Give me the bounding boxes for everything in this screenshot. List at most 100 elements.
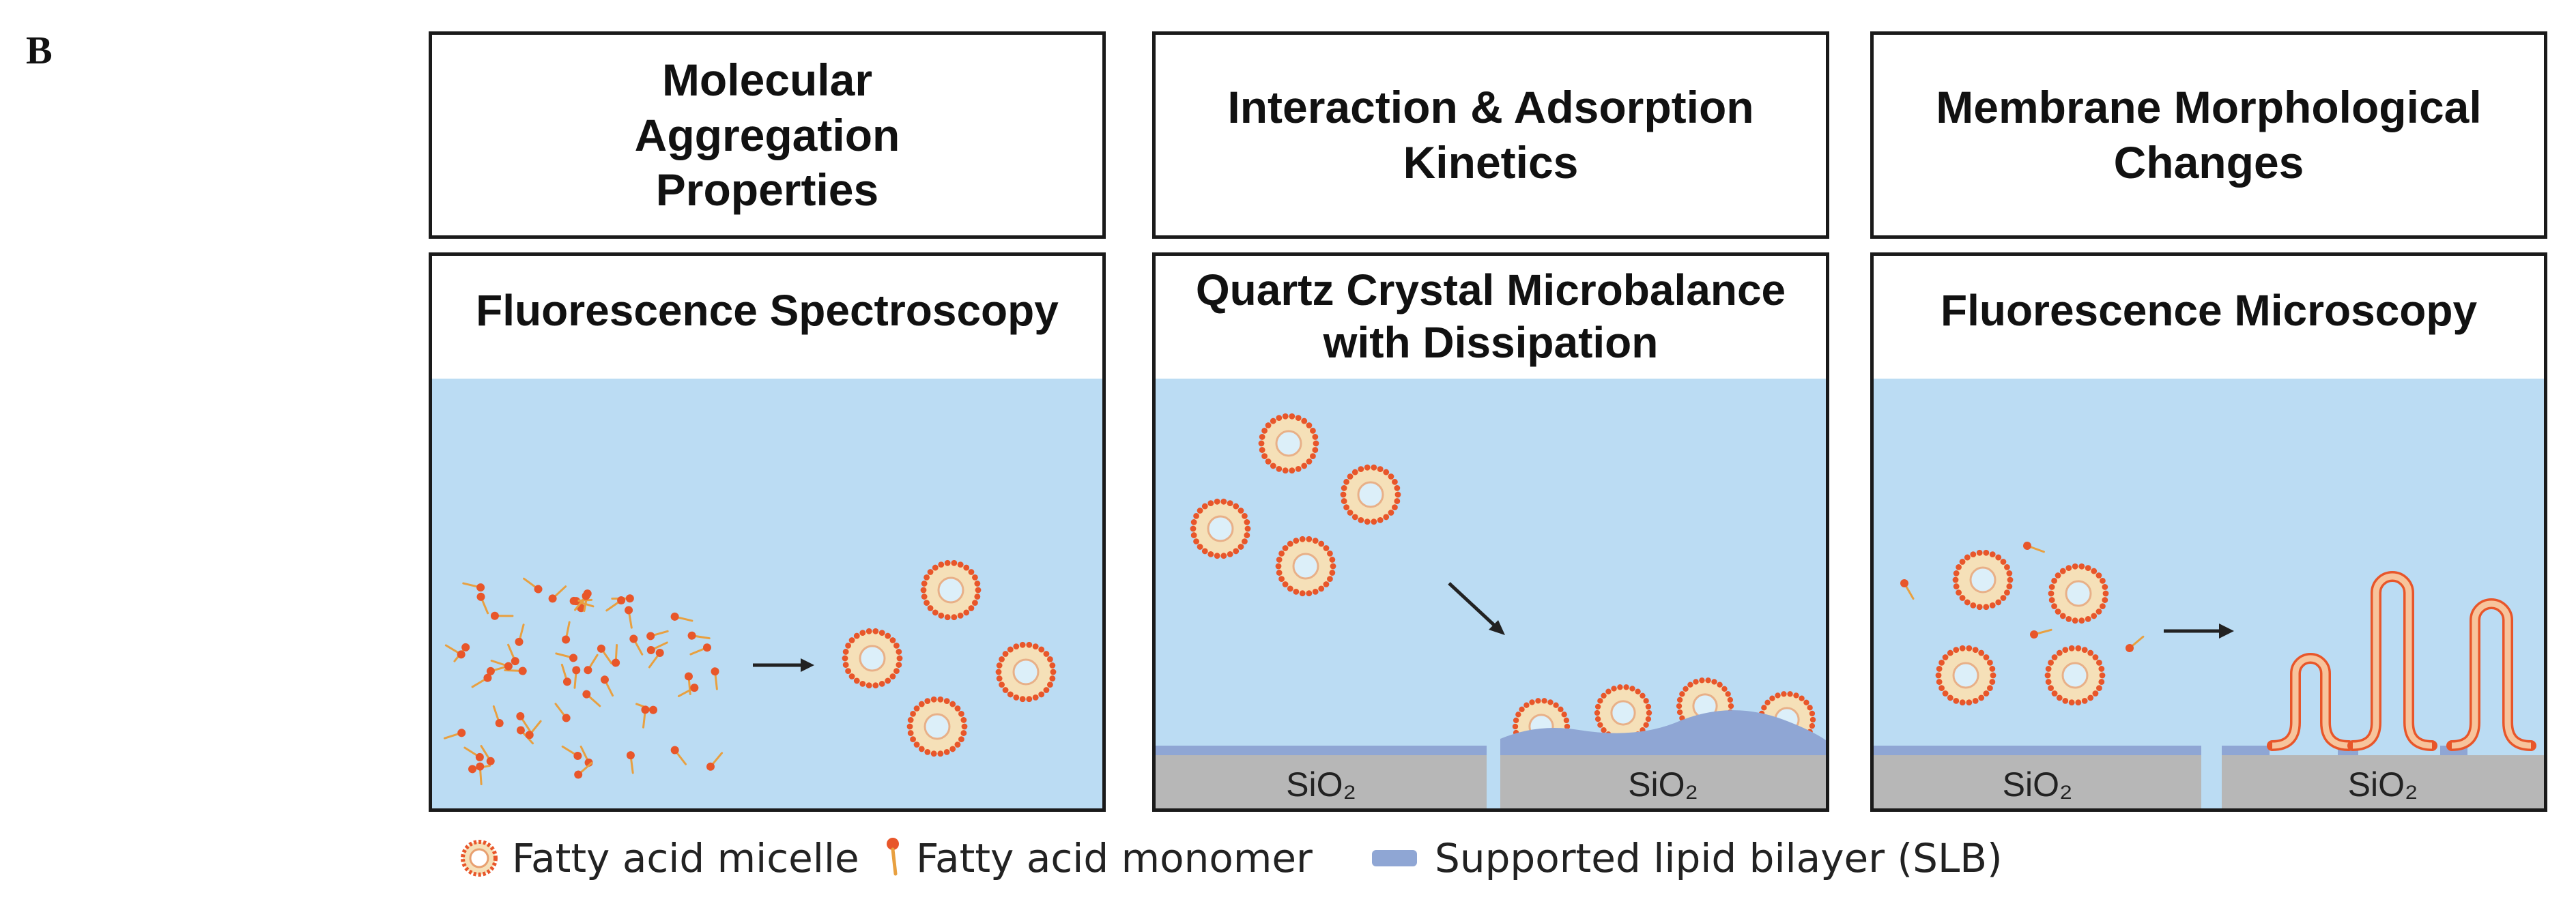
micelle-group: [842, 559, 1057, 757]
slb-icon: [1372, 850, 1417, 866]
substrate-label-right: SiO₂: [1628, 765, 1698, 804]
heading-kinetics: Interaction & Adsorption Kinetics: [1152, 31, 1829, 239]
legend-micelle-label: Fatty acid micelle: [512, 835, 859, 881]
adsorbed-layer: [1500, 710, 1826, 755]
heading-morphology: Membrane Morphological Changes: [1870, 31, 2547, 239]
monomer: [648, 648, 664, 669]
monomer: [2030, 628, 2052, 639]
panel-qcmd: Quartz Crystal Microbalance with Dissipa…: [1152, 252, 1829, 812]
technique-title-spectroscopy: Fluorescence Spectroscopy: [476, 286, 1059, 335]
process-arrow: [753, 658, 814, 672]
substrate-right: [1500, 755, 1826, 808]
legend-monomer: Fatty acid monomer: [881, 831, 1313, 885]
monomer: [689, 643, 711, 656]
monomer: [2126, 635, 2145, 652]
monomer: [463, 746, 484, 761]
monomer: [476, 762, 485, 786]
micelle: [920, 559, 982, 621]
process-arrow: [2164, 624, 2234, 639]
micelle: [1190, 498, 1251, 559]
monomer-icon: [887, 838, 899, 876]
micelle: [2048, 563, 2109, 624]
monomer: [646, 641, 668, 654]
monomer: [515, 624, 525, 646]
panel-fluorescence-spectroscopy: Fluorescence Spectroscopy: [429, 252, 1106, 812]
legend-slb: Supported lipid bilayer (SLB): [1372, 831, 2003, 885]
substrate-label-left: SiO₂: [2002, 765, 2073, 804]
monomer: [574, 591, 590, 611]
monomer: [507, 643, 519, 666]
membrane-tubules: [2267, 571, 2536, 751]
heading-kinetics-text: Interaction & Adsorption Kinetics: [1227, 82, 1754, 188]
monomer: [574, 761, 593, 779]
substrate-label-left: SiO₂: [1286, 765, 1356, 804]
monomer: [548, 585, 567, 603]
bilayer-left: [1156, 746, 1487, 755]
panel-label: B: [26, 28, 53, 72]
monomer: [641, 705, 650, 729]
monomer: [711, 667, 719, 690]
monomer: [687, 631, 711, 640]
micelle: [1258, 413, 1319, 474]
monomer: [2023, 542, 2045, 553]
micelle-group: [1190, 413, 1401, 597]
micelle: [906, 696, 968, 757]
monomer: [492, 705, 504, 728]
tubule: [2347, 571, 2437, 751]
monomer: [582, 690, 601, 707]
water-region: [432, 379, 1102, 808]
heading-aggregation: Molecular Aggregation Properties: [429, 31, 1106, 239]
monomer: [626, 751, 635, 774]
micelle: [1340, 464, 1401, 525]
micelle: [1952, 549, 2014, 611]
scene-aggregation: [432, 379, 1102, 808]
micelle-group: [1935, 549, 2109, 706]
monomer: [646, 630, 669, 641]
legend-monomer-label: Fatty acid monomer: [916, 835, 1313, 881]
monomer: [605, 596, 626, 612]
monomer: [612, 644, 620, 667]
monomer: [462, 582, 485, 592]
micelle: [2044, 645, 2106, 706]
monomer: [597, 644, 613, 664]
monomer: [443, 729, 466, 739]
technique-title-qcmd: Quartz Crystal Microbalance with Dissipa…: [1195, 265, 1786, 367]
monomer: [516, 712, 532, 733]
monomer: [670, 746, 687, 765]
monomer: [600, 675, 614, 697]
monomer: [525, 720, 542, 739]
micelle: [842, 628, 903, 689]
monomer: [677, 684, 699, 697]
monomer: [670, 612, 693, 622]
micelle-icon: [461, 840, 498, 877]
scene-morphology: [1874, 379, 2544, 808]
monomer: [476, 592, 489, 615]
micelle: [1275, 536, 1336, 597]
micelle: [995, 641, 1057, 703]
panel-fluorescence-microscopy: Fluorescence Microscopy SiO₂ SiO₂: [1870, 252, 2547, 812]
monomer: [504, 667, 527, 675]
monomer: [554, 703, 571, 722]
technique-title-microscopy: Fluorescence Microscopy: [1940, 286, 2478, 335]
monomer: [490, 659, 513, 671]
substrate-left: [1874, 755, 2201, 808]
monomer-cloud: [443, 577, 724, 786]
tubule: [2267, 653, 2354, 751]
monomer: [625, 606, 633, 629]
substrate-right: [2222, 755, 2544, 808]
monomer: [444, 644, 466, 659]
monomer: [1900, 579, 1915, 600]
monomer: [560, 663, 571, 686]
substrate-left: [1156, 755, 1487, 808]
monomer: [471, 673, 492, 688]
monomer: [480, 745, 495, 765]
heading-morphology-text: Membrane Morphological Changes: [1936, 82, 2482, 188]
micelle: [1935, 645, 1997, 706]
substrate-label-right: SiO₂: [2347, 765, 2418, 804]
scene-kinetics: [1156, 379, 1826, 808]
monomer: [572, 666, 581, 689]
legend-slb-label: Supported lipid bilayer (SLB): [1435, 835, 2003, 881]
monomer: [629, 634, 644, 656]
bilayer-left: [1874, 746, 2201, 755]
tubule: [2446, 598, 2536, 751]
